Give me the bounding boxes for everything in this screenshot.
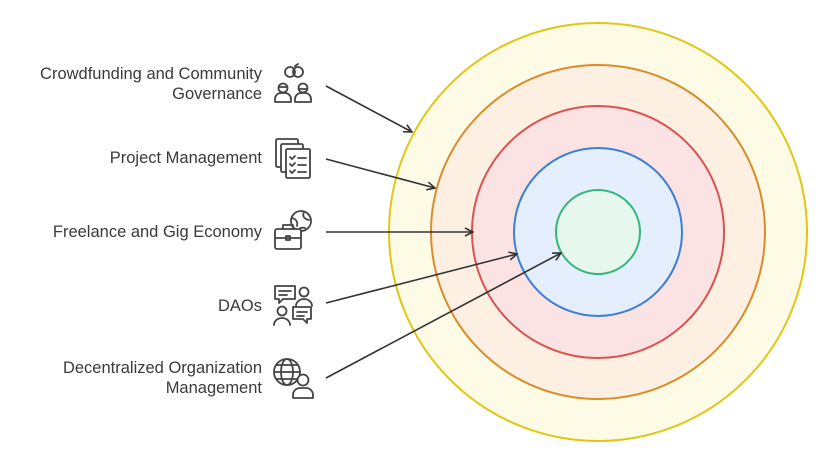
globe-user-icon — [271, 356, 315, 400]
briefcase-globe-icon — [271, 209, 315, 253]
arrow-project-management — [325, 158, 435, 188]
label-project-management-line1: Project Management — [109, 149, 262, 167]
label-project-management: Project Management — [2, 148, 262, 168]
checklist-documents-icon — [272, 136, 316, 180]
chat-users-icon — [271, 282, 315, 326]
arrow-daos — [325, 254, 517, 304]
label-daos-line1: DAOs — [217, 297, 262, 315]
label-decentralized-org: Decentralized Organization Management — [2, 358, 262, 398]
arrow-decentralized-org — [325, 253, 561, 379]
core-ring — [555, 189, 641, 275]
label-decentralized-org-line1: Decentralized Organization — [62, 359, 262, 377]
label-crowdfunding-line1: Crowdfunding and Community — [40, 65, 262, 83]
label-freelance-line1: Freelance and Gig Economy — [52, 223, 262, 241]
label-daos: DAOs — [2, 296, 262, 316]
crowdfunding-community-icon — [271, 62, 315, 106]
label-decentralized-org-line2: Management — [165, 379, 262, 397]
label-crowdfunding-line2: Governance — [172, 85, 262, 103]
arrow-crowdfunding — [325, 85, 412, 132]
label-crowdfunding: Crowdfunding and Community Governance — [2, 64, 262, 104]
label-freelance: Freelance and Gig Economy — [2, 222, 262, 242]
